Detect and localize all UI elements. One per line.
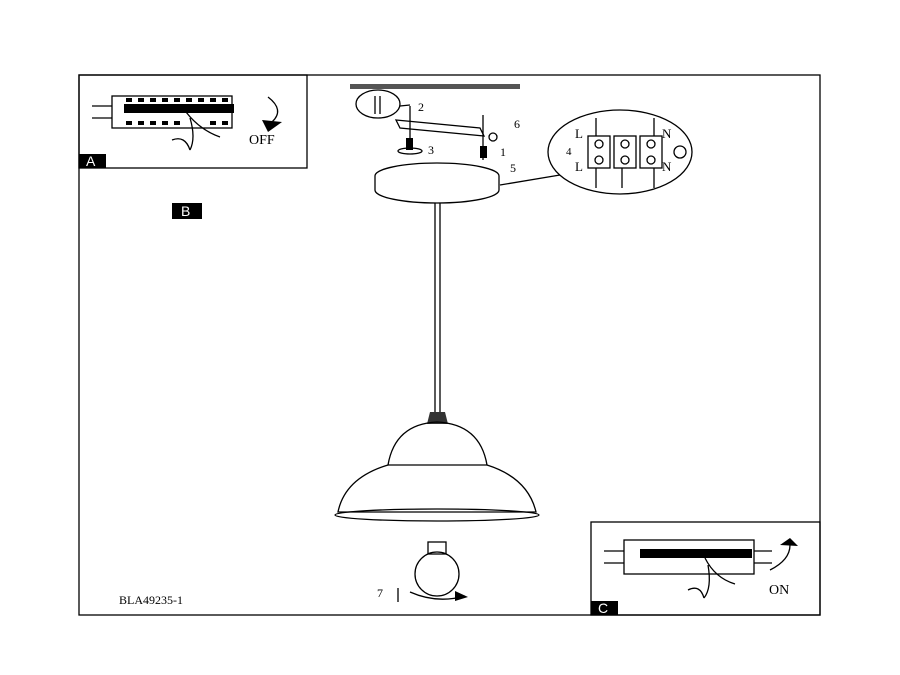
neutral-bottom-label: N	[662, 159, 672, 174]
panel-a-switch-off: OFF A	[78, 74, 308, 169]
step-3: 3	[428, 143, 434, 157]
panel-a-label: A	[86, 153, 96, 169]
model-code: BLA49235-1	[119, 593, 183, 607]
outer-frame	[78, 74, 821, 616]
ceiling-bracket: 2 3 6 1 5	[350, 84, 520, 175]
panel-b-label: B	[181, 203, 190, 219]
step-2: 2	[418, 100, 424, 114]
on-label: ON	[769, 583, 789, 598]
live-top-label: L	[575, 126, 583, 141]
step-6: 6	[514, 117, 520, 131]
live-bottom-label: L	[575, 159, 583, 174]
off-label: OFF	[249, 133, 275, 148]
terminal-block-detail: L L N N 4	[499, 109, 693, 195]
step-5: 5	[510, 161, 516, 175]
neutral-top-label: N	[662, 126, 672, 141]
step-4: 4	[566, 146, 572, 158]
step-1: 1	[500, 145, 506, 159]
pendant-lamp: 7	[334, 162, 540, 602]
step-7: 7	[377, 586, 383, 600]
panel-c-switch-on: ON C	[590, 521, 821, 616]
panel-c-label: C	[598, 600, 608, 616]
